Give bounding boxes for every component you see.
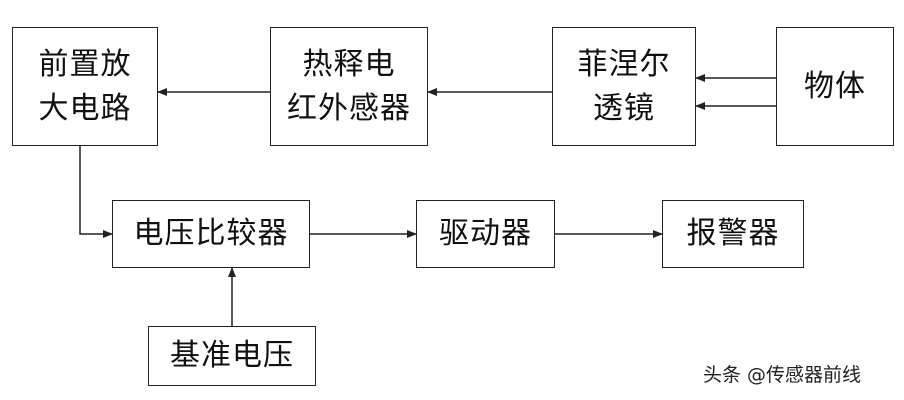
preamp-label-line2: 大电路 [38, 90, 132, 126]
driver-block: 驱动器 [416, 200, 555, 268]
reference-voltage-label: 基准电压 [170, 338, 294, 373]
driver-label: 驱动器 [439, 216, 532, 251]
watermark: 头条 @传感器前线 [703, 364, 862, 386]
fresnel-lens-block: 菲涅尔 透镜 [552, 27, 696, 146]
reference-voltage-block: 基准电压 [148, 326, 316, 386]
fresnel-lens-label-line2: 透镜 [593, 90, 655, 126]
comparator-label: 电压比较器 [133, 216, 289, 251]
object-block: 物体 [776, 27, 894, 146]
pir-sensor-block: 热释电 红外感器 [270, 27, 428, 146]
preamp-block: 前置放 大电路 [12, 27, 158, 146]
comparator-block: 电压比较器 [112, 200, 310, 268]
pir-sensor-label-line2: 红外感器 [287, 90, 411, 126]
object-label: 物体 [804, 68, 866, 104]
pir-sensor-label-line1: 热释电 [302, 46, 396, 82]
arrow-preamp-to-comparator [79, 146, 113, 238]
alarm-block: 报警器 [662, 200, 804, 268]
alarm-label: 报警器 [686, 216, 780, 251]
preamp-label-line1: 前置放 [38, 46, 132, 82]
fresnel-lens-label-line1: 菲涅尔 [577, 46, 671, 82]
